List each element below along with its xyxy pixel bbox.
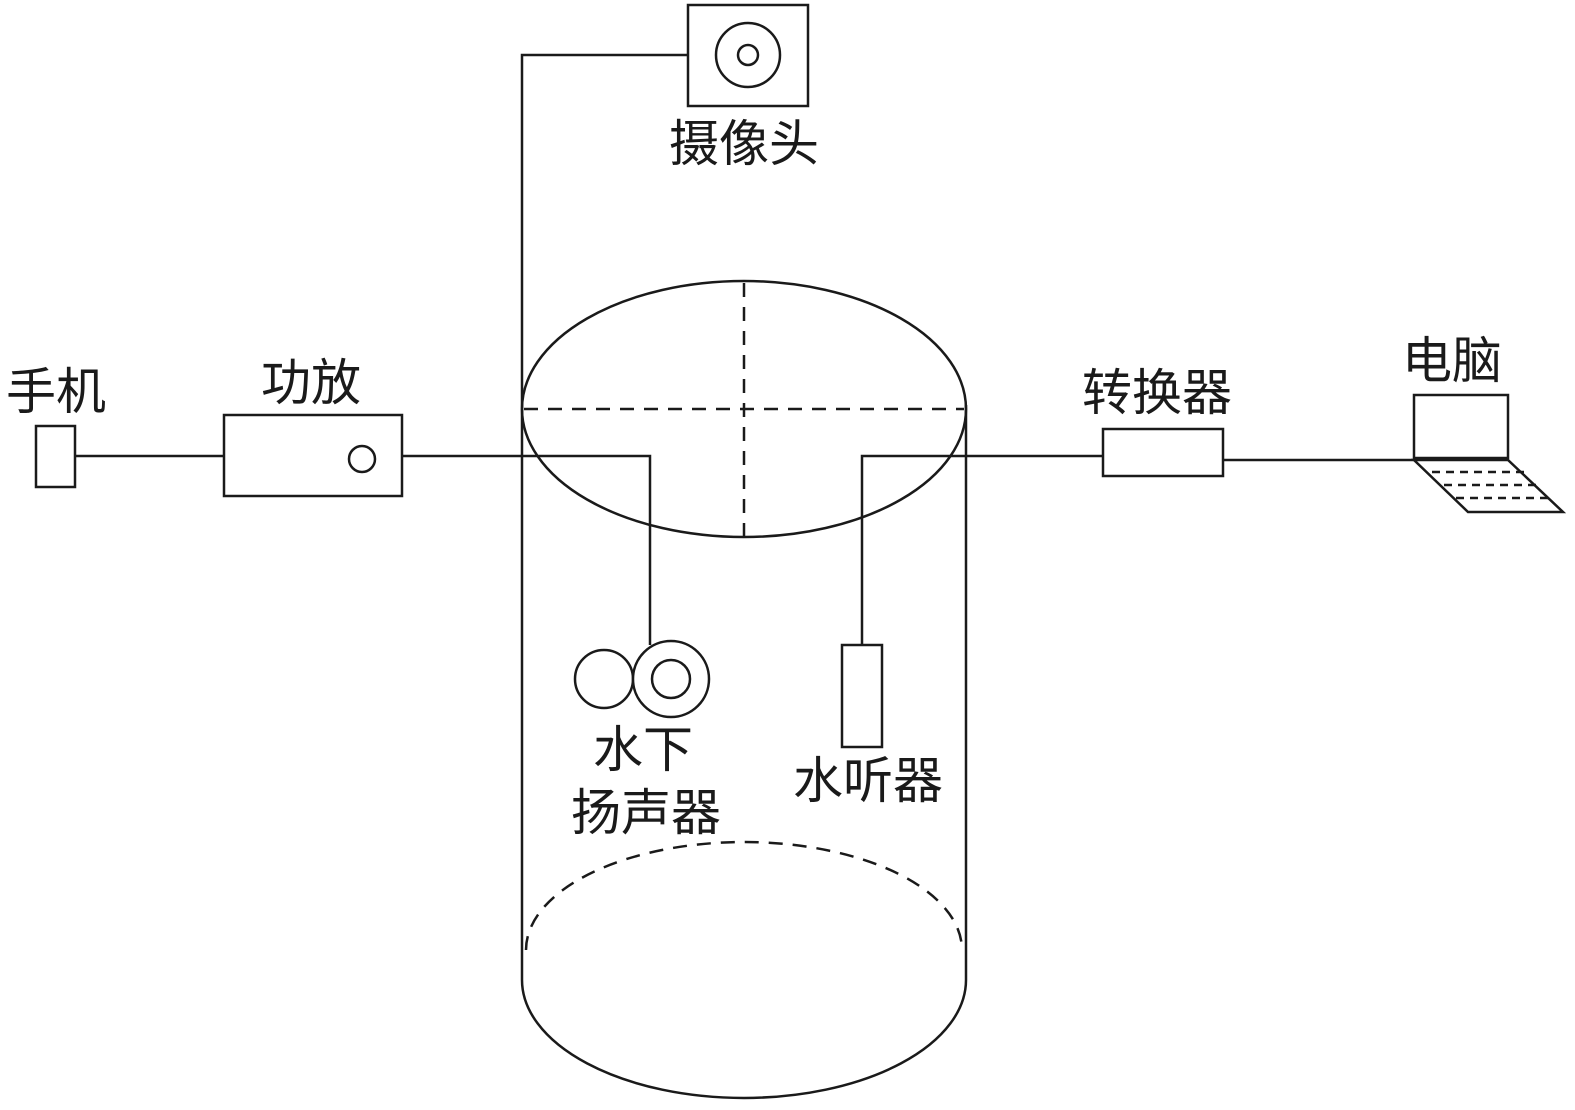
hydrophone-device (840, 643, 884, 749)
tank-bottom-hidden-arc (524, 840, 964, 951)
wiring (76, 53, 1414, 980)
laptop-base (1410, 458, 1567, 514)
hydrophone-label: 水听器 (793, 752, 943, 810)
labels: 手机 功放 摄像头 转换器 电脑 水下 扬声器 水听器 (6, 115, 1502, 842)
laptop-screen (1412, 393, 1510, 460)
phone-device (34, 424, 77, 489)
camera-box (686, 3, 810, 108)
speaker-label-line2: 扬声器 (571, 784, 721, 842)
amplifier-to-speaker-wire (402, 454, 652, 645)
laptop-icon (1410, 393, 1567, 514)
camera-lens-inner-icon (736, 43, 760, 67)
tank-bottom-front-arc (520, 979, 968, 1100)
amplifier-device (222, 413, 404, 498)
speaker-right-circle (631, 639, 711, 719)
computer-label: 电脑 (1402, 332, 1502, 390)
amplifier-knob-icon (347, 444, 377, 474)
speaker-inner-circle (650, 658, 692, 700)
camera-lens-outer-icon (714, 21, 782, 89)
amplifier-box (222, 413, 404, 498)
camera-label: 摄像头 (669, 115, 819, 173)
amplifier-label: 功放 (261, 354, 361, 412)
hydrophone-to-converter-wire (860, 454, 1103, 645)
converter-label: 转换器 (1082, 364, 1232, 422)
phone-label: 手机 (6, 363, 106, 421)
speaker-label-line1: 水下 (593, 721, 693, 779)
camera-wire (520, 53, 688, 980)
water-tank (520, 279, 968, 1100)
converter-device (1101, 427, 1225, 478)
camera-device (686, 3, 810, 108)
underwater-speaker-device (573, 639, 711, 719)
speaker-left-circle (573, 648, 635, 710)
